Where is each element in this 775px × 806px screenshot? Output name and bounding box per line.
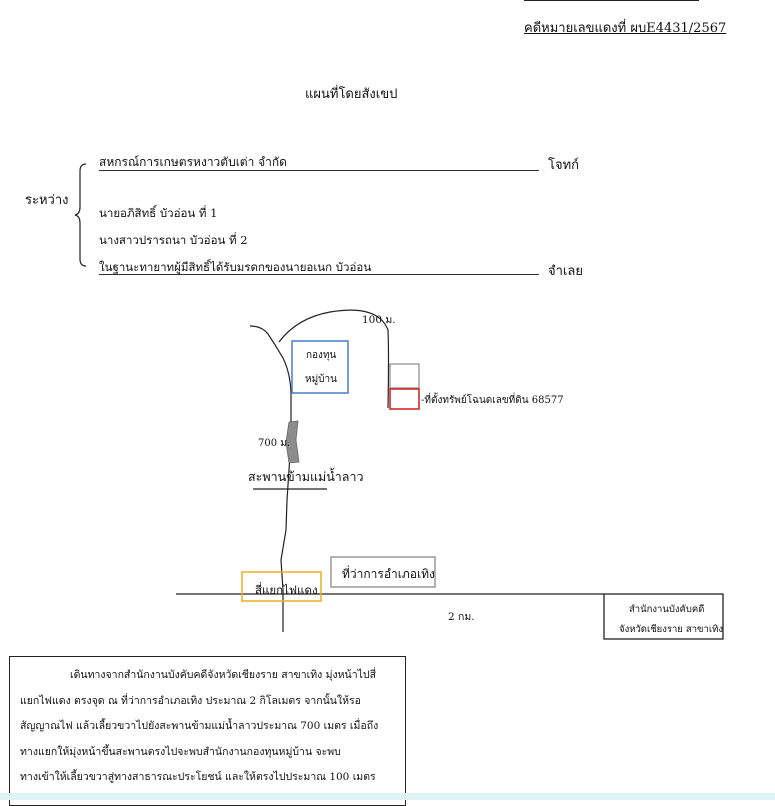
- document-title: แผนที่โดยสังเขป: [305, 87, 398, 102]
- property-label: -ที่ตั้งทรัพย์โฉนดเลขที่ดิน 68577: [421, 392, 564, 406]
- north-road: [249, 309, 390, 409]
- distance-top-label: 100 ม.: [362, 314, 396, 326]
- curly-brace: [74, 163, 87, 267]
- traffic-light-box: [241, 571, 322, 602]
- defendant-role: จำเลย: [548, 264, 583, 279]
- between-label: ระหว่าง: [25, 193, 69, 208]
- vertical-road: [280, 390, 292, 632]
- case-number: คดีหมายเลขแดงที่ ผบE4431/2567: [524, 21, 727, 36]
- bridge-shape: [285, 420, 300, 464]
- village-fund-box: [291, 340, 349, 394]
- plaintiff-name: สหกรณ์การเกษตรหงาวตับเต่า จำกัด: [99, 155, 287, 169]
- court-line1: สำนักงานบังคับคดี: [629, 603, 704, 615]
- district-office-label: ที่ว่าการอำเภอเทิง: [342, 565, 435, 581]
- plaintiff-role: โจทก์: [548, 158, 580, 173]
- property-box: [389, 388, 420, 410]
- plaintiff-underline: [99, 170, 539, 171]
- village-fund-line1: กองทุน: [306, 350, 337, 361]
- court-line2: จังหวัดเชียงราย สาขาเทิง: [619, 623, 723, 635]
- directions-line-2: แยกไฟแดง ตรงจุด ณ ที่ว่าการอำเภอเทิง ประ…: [20, 694, 361, 707]
- distance-road-label: 2 กม.: [448, 611, 475, 623]
- directions-line-4: ทางแยกให้มุ่งหน้าขึ้นสะพานตรงไปจะพบสำนัก…: [20, 745, 341, 758]
- distance-bridge-label: 700 ม.: [258, 438, 290, 449]
- directions-line-3: สัญญาณไฟ แล้วเลี้ยวขวาไปยังสะพานข้ามแม่น…: [20, 720, 379, 732]
- bridge-label: สะพานข้ามแม่น้ำลาว: [248, 467, 364, 484]
- court-box: [603, 593, 724, 640]
- top-rule: [524, 0, 699, 1]
- bottom-band: [0, 793, 775, 800]
- directions-box: เดินทางจากสำนักงานบังคับคดีจังหวัดเชียงร…: [9, 656, 406, 806]
- directions-line-1: เดินทางจากสำนักงานบังคับคดีจังหวัดเชียงร…: [70, 669, 376, 681]
- defendant-underline: [99, 274, 539, 275]
- defendant-3: ในฐานะทายาทผู้มีสิทธิ์ได้รับมรดกของนายอเ…: [99, 260, 372, 274]
- district-office-box: [330, 556, 436, 588]
- village-fund-line2: หมู่บ้าน: [305, 373, 337, 385]
- defendant-1: นายอภิสิทธิ์ บัวอ่อน ที่ 1: [99, 206, 218, 220]
- neighbor-plot-box: [389, 363, 420, 389]
- sketch-map: 100 ม. กองทุน หมู่บ้าน -ที่ตั้งทรัพย์โฉน…: [176, 309, 724, 640]
- directions-line-5: ทางเข้าให้เลี้ยวขวาสู่ทางสาธารณะประโยชน์…: [20, 771, 376, 783]
- traffic-light-label: สี่แยกไฟแดง: [255, 582, 318, 597]
- defendant-2: นางสาวปรารถนา บัวอ่อน ที่ 2: [99, 233, 248, 247]
